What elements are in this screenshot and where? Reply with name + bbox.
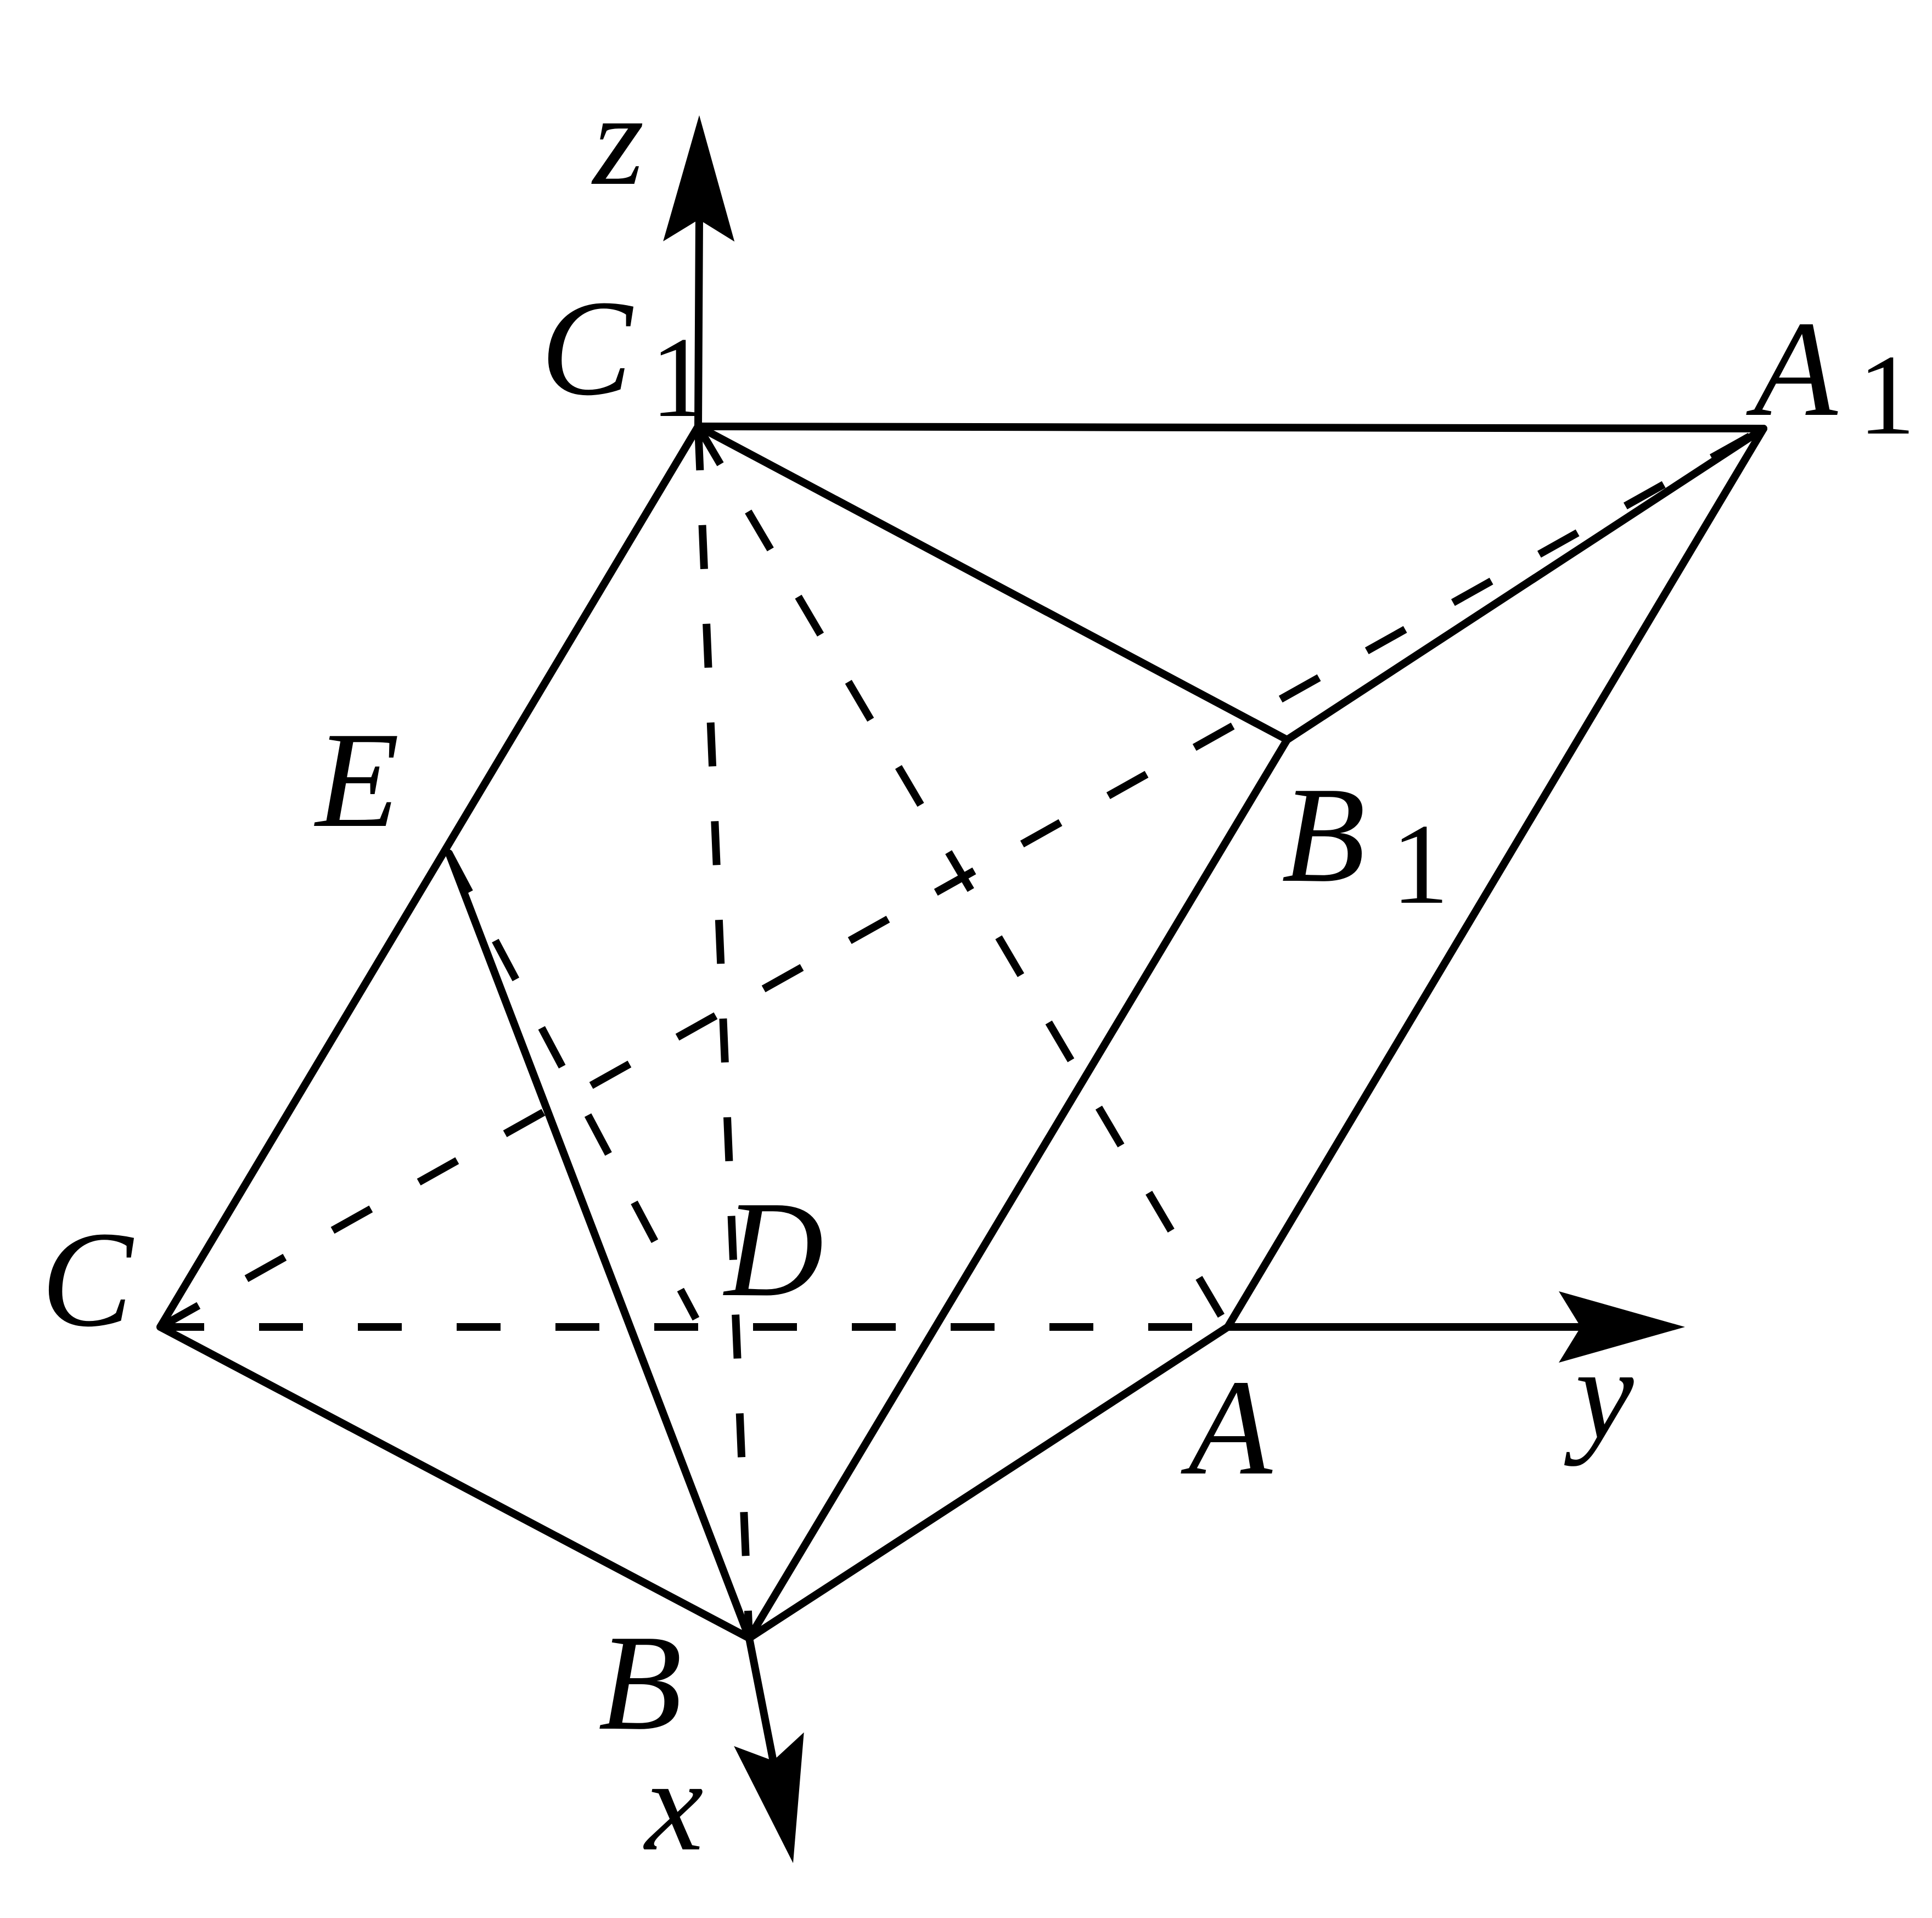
axis-z-line	[694, 216, 703, 430]
label-A1-letter: A	[1746, 293, 1838, 445]
edge-B1-B	[745, 736, 1291, 1642]
edge-C1-A1	[694, 423, 1767, 432]
label-B-letter: B	[598, 1607, 682, 1759]
edge-dashed-C1-B	[694, 426, 753, 1639]
label-B: B	[598, 1607, 682, 1759]
label-B1: B 1	[1282, 759, 1449, 928]
label-B1-subscript: 1	[1391, 801, 1449, 928]
axis-z-arrowhead	[663, 115, 735, 242]
edge-C-B	[156, 1323, 753, 1642]
edge-dashed-E-D	[445, 851, 700, 1321]
axis-label-z: z	[591, 66, 644, 212]
edges-layer	[156, 423, 1767, 1642]
edge-A1-A	[1224, 425, 1767, 1331]
axis-y-arrowhead	[1559, 1291, 1685, 1363]
label-A-letter: A	[1181, 1352, 1273, 1504]
label-C1: C 1	[541, 272, 708, 441]
edge-dashed-C1-A	[694, 424, 1232, 1329]
label-C-letter: C	[41, 1203, 134, 1355]
label-A: A	[1181, 1352, 1273, 1504]
edge-C1-B1	[694, 423, 1291, 744]
label-E-letter: E	[314, 704, 400, 856]
label-C1-letter: C	[541, 272, 634, 424]
edge-C1-C	[156, 423, 702, 1331]
label-C1-subscript: 1	[650, 314, 708, 441]
label-E: E	[314, 704, 400, 856]
axis-x-line	[745, 1634, 777, 1763]
label-B1-letter: B	[1282, 759, 1366, 911]
edge-B-A	[745, 1323, 1232, 1642]
label-A1-subscript: 1	[1858, 331, 1916, 459]
axis-x-arrowhead	[734, 1732, 804, 1863]
label-C: C	[41, 1203, 134, 1355]
edge-B1-A1	[1283, 425, 1767, 744]
label-D-letter: D	[723, 1173, 824, 1325]
axis-label-x: x	[643, 1732, 704, 1878]
edge-E-B	[445, 850, 753, 1642]
label-D: D	[723, 1173, 824, 1325]
label-A1: A 1	[1746, 293, 1916, 459]
axis-label-y: y	[1564, 1320, 1634, 1466]
axes-layer	[663, 115, 1685, 1863]
